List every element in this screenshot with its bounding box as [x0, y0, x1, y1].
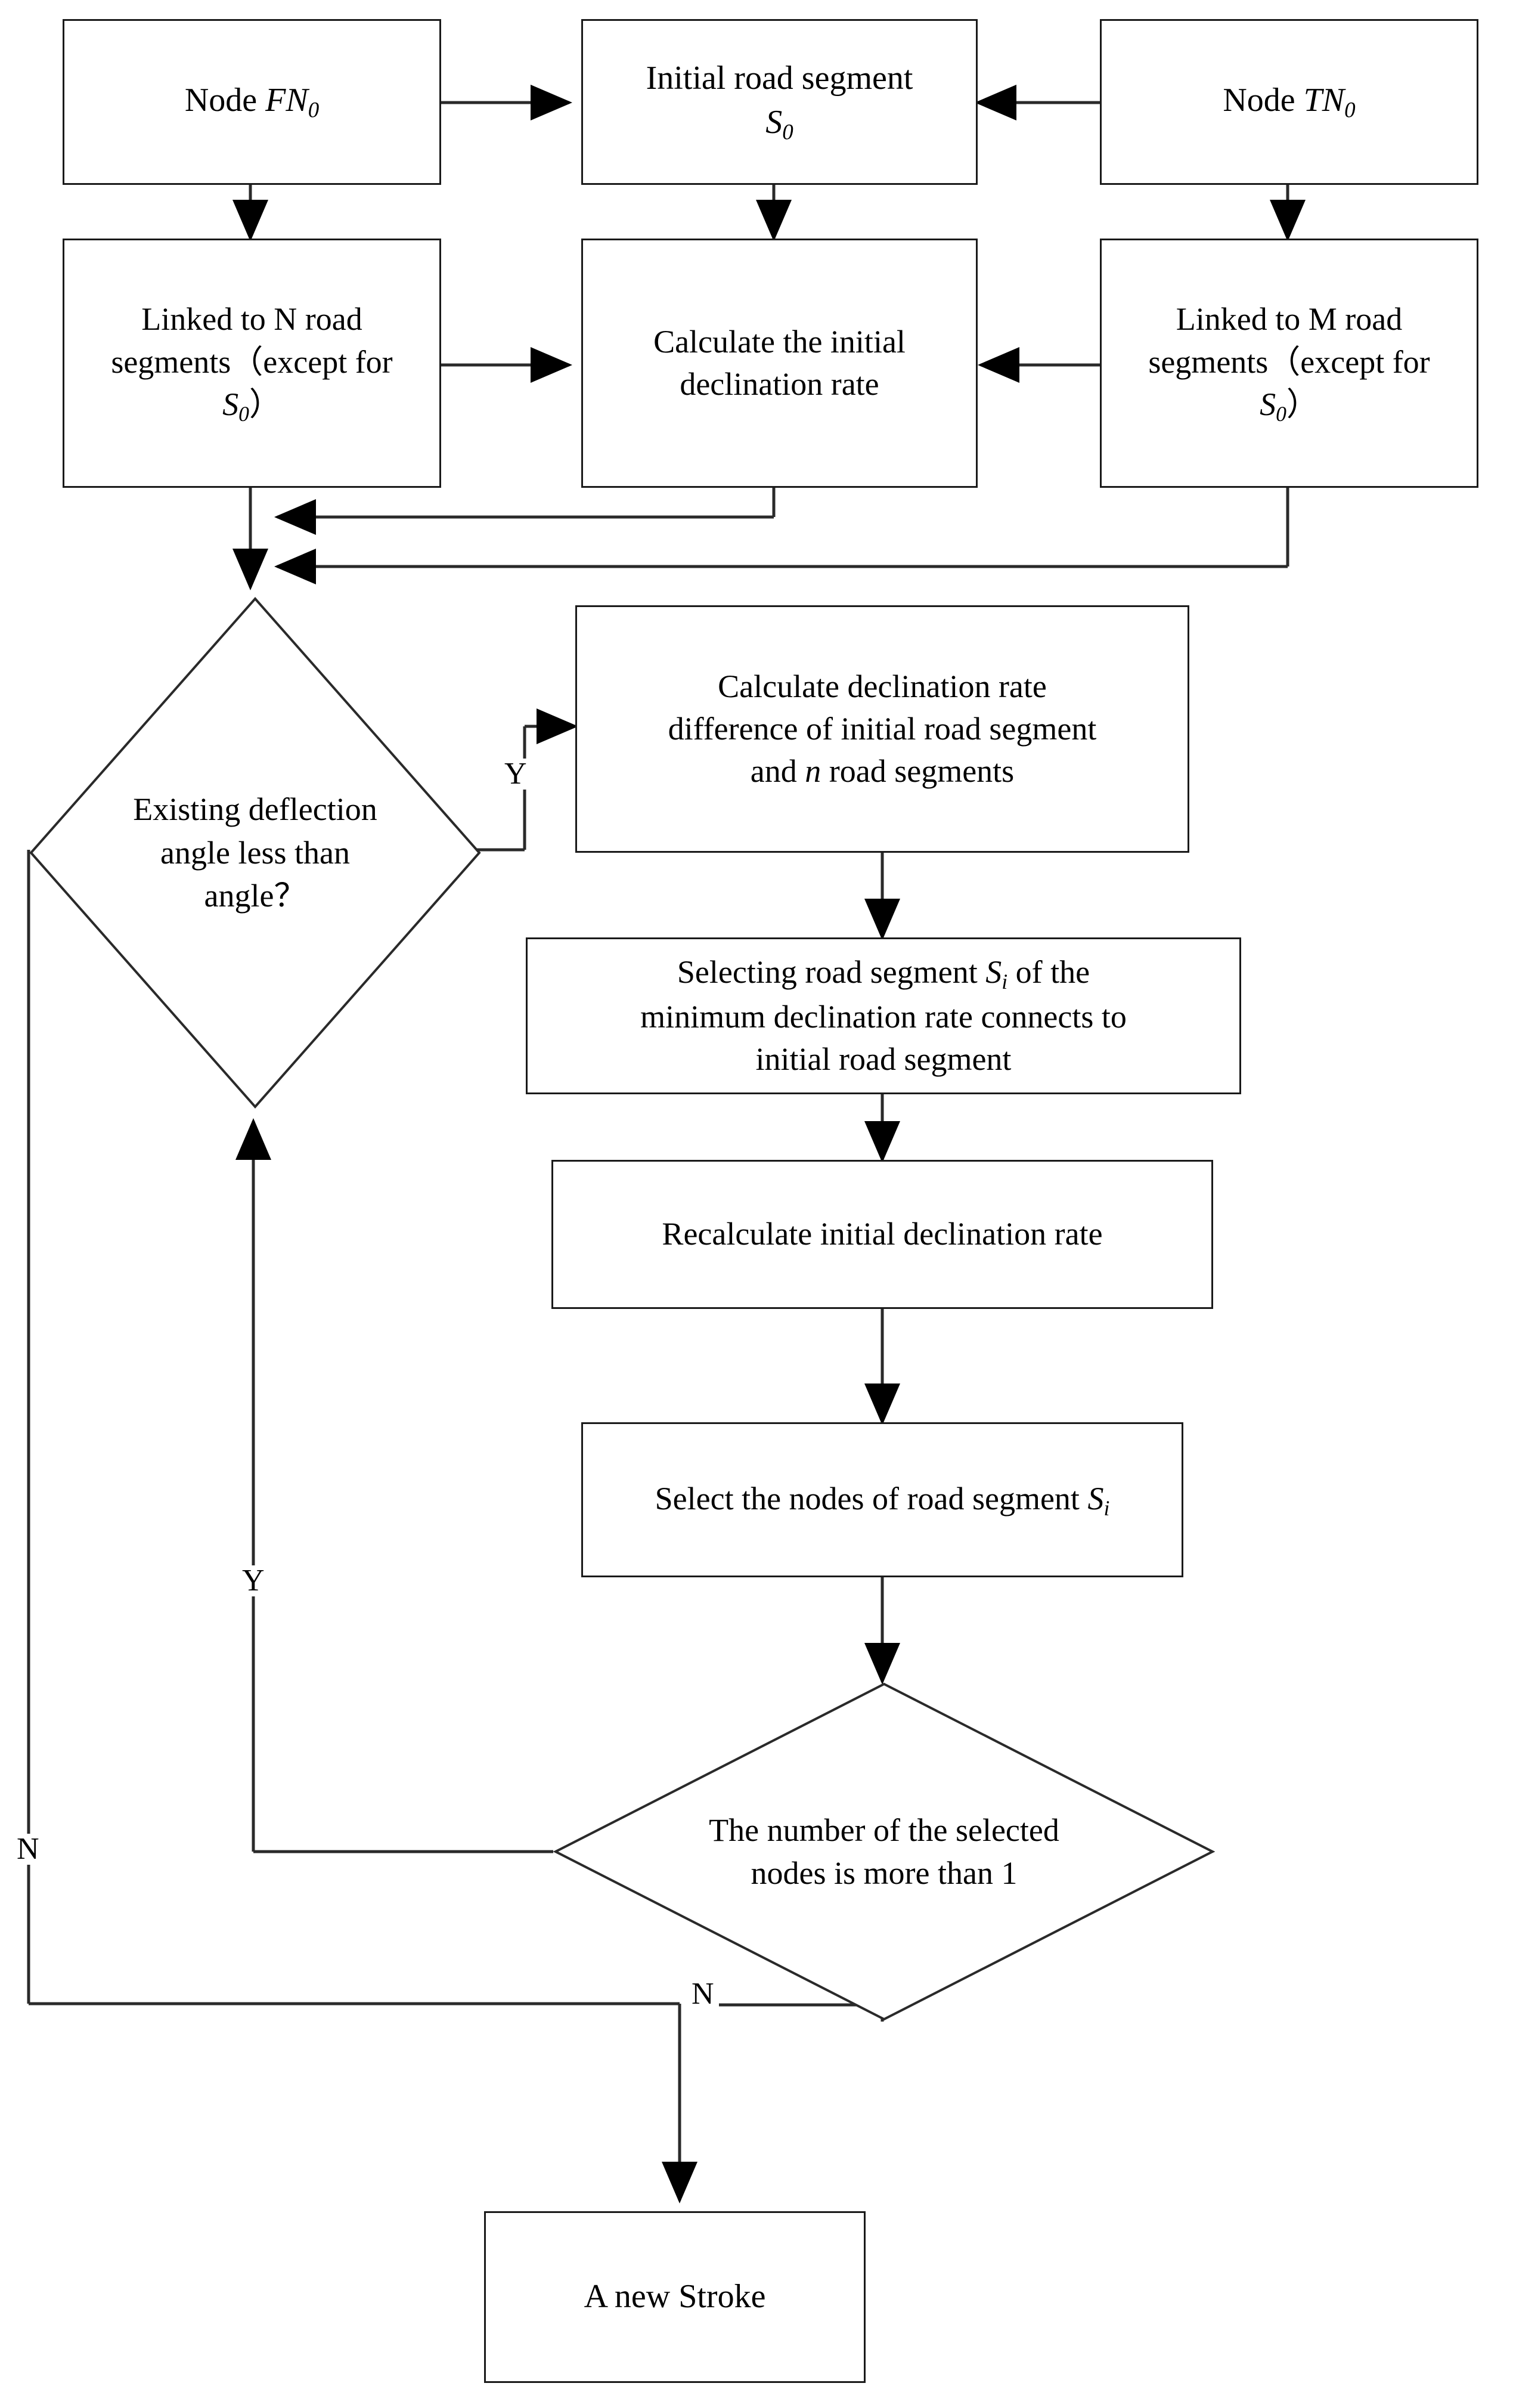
- node-linked-n-road-segments[interactable]: Linked to N road segments（except for S0）: [63, 239, 441, 488]
- diamond-shape-2: [553, 1682, 1215, 2021]
- node-tn0-label: Node TN0: [1223, 82, 1356, 122]
- node-calculate-declination-rate-difference[interactable]: Calculate declination rate difference of…: [575, 605, 1189, 853]
- node-a-new-stroke[interactable]: A new Stroke: [484, 2211, 866, 2383]
- decision-number-of-selected-nodes[interactable]: The number of the selected nodes is more…: [553, 1682, 1215, 2022]
- edge-label-decision1-yes: Y: [500, 759, 532, 790]
- node-calc-initial-label: Calculate the initial declination rate: [653, 323, 906, 402]
- node-initial-road-segment-label: Initial road segment S0: [646, 60, 913, 144]
- decision-existing-deflection-angle[interactable]: Existing deflection angle less than angl…: [29, 596, 482, 1109]
- node-new-stroke-label: A new Stroke: [584, 2278, 766, 2316]
- decision-2-label: The number of the selected nodes is more…: [709, 1812, 1059, 1891]
- node-recalculate-label: Recalculate initial declination rate: [662, 1216, 1103, 1252]
- node-recalculate-initial-declination-rate[interactable]: Recalculate initial declination rate: [551, 1160, 1213, 1309]
- edge-label-decision2-yes: Y: [237, 1565, 269, 1596]
- diamond-shape-1: [29, 596, 481, 1109]
- decision-1-label: Existing deflection angle less than angl…: [133, 791, 377, 914]
- node-tn0[interactable]: Node TN0: [1100, 19, 1478, 185]
- node-select-nodes-label: Select the nodes of road segment Si: [655, 1480, 1110, 1520]
- node-calc-diff-label: Calculate declination rate difference of…: [668, 668, 1097, 790]
- node-select-nodes-of-road-segment[interactable]: Select the nodes of road segment Si: [581, 1422, 1183, 1577]
- node-selecting-road-segment[interactable]: Selecting road segment Si of the minimum…: [526, 937, 1241, 1094]
- node-initial-road-segment[interactable]: Initial road segment S0: [581, 19, 978, 185]
- node-linked-n-label: Linked to N road segments（except for S0）: [111, 301, 393, 426]
- node-calculate-initial-declination-rate[interactable]: Calculate the initial declination rate: [581, 239, 978, 488]
- edge-label-decision1-no: N: [12, 1834, 44, 1865]
- node-fn0-label: Node FN0: [184, 82, 320, 122]
- edge-label-decision2-no: N: [687, 1979, 719, 2010]
- node-linked-m-label: Linked to M road segments（except for S0）: [1148, 301, 1430, 426]
- node-linked-m-road-segments[interactable]: Linked to M road segments（except for S0）: [1100, 239, 1478, 488]
- node-fn0[interactable]: Node FN0: [63, 19, 441, 185]
- node-selecting-segment-label: Selecting road segment Si of the minimum…: [640, 954, 1127, 1077]
